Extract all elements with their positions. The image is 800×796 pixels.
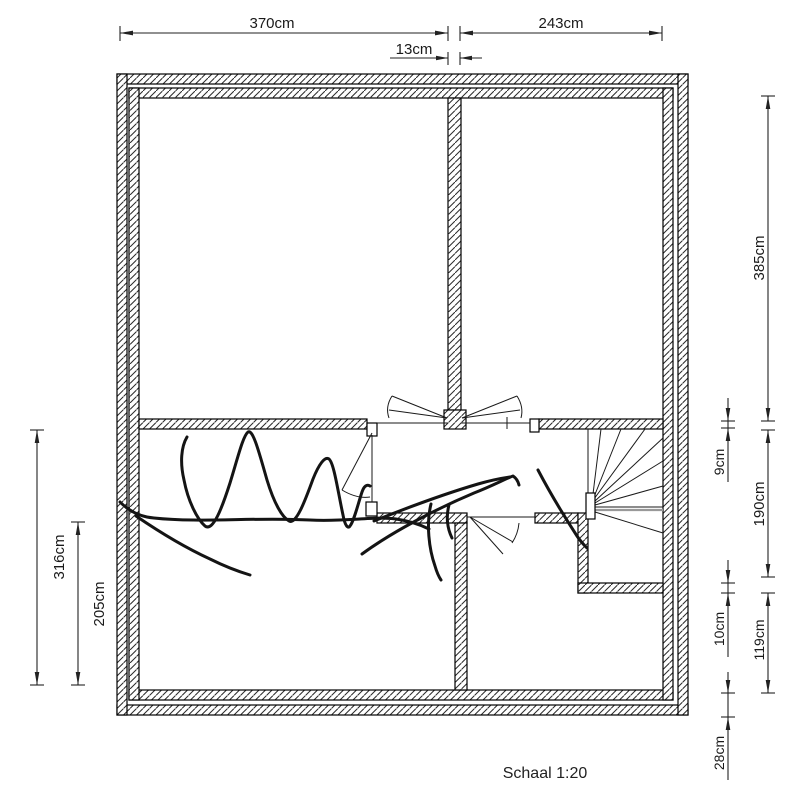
dimension-top-243cm: 243cm: [459, 15, 663, 41]
stair-closet-wall-bottom: [577, 582, 664, 594]
dimension-label: 119cm: [751, 620, 767, 661]
door-hall-to-left-room: [341, 432, 373, 502]
dimension-right-190cm: 190cm: [751, 429, 775, 578]
stair-closet-wall-left: [577, 512, 589, 594]
dimension-left-316cm: 316cm: [30, 429, 68, 686]
exterior-wall-outer-leaf: [116, 73, 689, 716]
dimension-top-370cm: 370cm: [119, 15, 449, 41]
hall-wall-upper-right: [538, 418, 664, 430]
door-swing-arc: [387, 395, 393, 419]
interior-wall-bottom-divider: [454, 522, 468, 691]
interior-wall-top-divider: [447, 97, 462, 411]
scribble-horizontal-line: [118, 500, 431, 531]
hall-wall-lower-right: [534, 512, 579, 524]
dimension-top-13cm: 13cm: [390, 41, 482, 65]
dimension-label: 9cm: [711, 449, 727, 475]
exterior-wall-inner-leaf: [128, 87, 674, 701]
dimension-left-205cm: 205cm: [71, 521, 108, 686]
dimension-right-119cm: 119cm: [751, 592, 775, 694]
interior-walls: [138, 97, 664, 691]
scale-label: Schaal 1:20: [503, 765, 588, 782]
dimension-right-385cm: 385cm: [751, 95, 775, 422]
scribble-rising-stroke-2: [372, 475, 512, 523]
dimension-label: 190cm: [751, 481, 768, 526]
door-bottom-center: [467, 516, 535, 555]
dimension-label: 10cm: [711, 612, 727, 646]
dimension-label: 205cm: [91, 581, 108, 626]
dimension-right-28cm: 28cm: [711, 672, 735, 780]
dimension-label: 243cm: [538, 15, 583, 32]
scribble-short-tick: [445, 503, 454, 540]
dimension-label: 13cm: [396, 41, 433, 58]
stair-newel-post: [585, 492, 596, 520]
dimension-label: 370cm: [249, 15, 294, 32]
scribble-wave: [180, 430, 372, 529]
interior-wall-divider-base: [443, 409, 467, 430]
dimension-right-9cm: 9cm: [711, 398, 735, 482]
door-top-left: [377, 395, 448, 424]
door-swing-arc: [341, 489, 371, 498]
hall-wall-upper-left: [138, 418, 368, 430]
scribble-left-descender: [134, 514, 252, 577]
scribble-rising-stroke-1: [360, 474, 521, 556]
door-top-right: [461, 395, 530, 429]
dimension-label: 385cm: [751, 235, 768, 280]
door-swing-arc: [516, 395, 523, 419]
scribble-right-descender: [536, 468, 589, 550]
door-swing-arc: [511, 522, 520, 544]
dimension-label: 28cm: [711, 736, 727, 770]
staircase: [585, 428, 664, 534]
dimension-label: 316cm: [51, 534, 68, 579]
dimension-right-10cm: 10cm: [711, 560, 735, 657]
scribble-center-descender: [426, 502, 443, 582]
freehand-scribbles: [118, 430, 589, 582]
